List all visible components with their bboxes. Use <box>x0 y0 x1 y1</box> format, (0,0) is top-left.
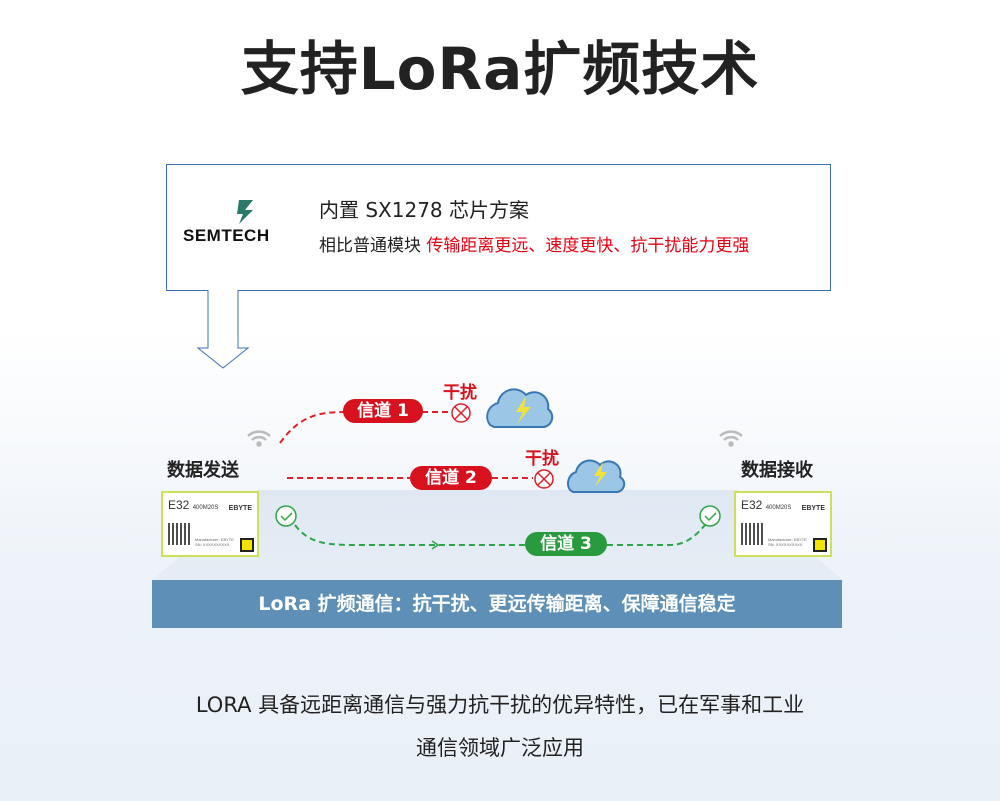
interference-label: 干扰 <box>525 449 559 469</box>
wifi-icon <box>247 430 271 447</box>
description-line-1: LORA 具备远距离通信与强力抗干扰的优异特性，已在军事和工业 <box>195 693 805 717</box>
qr-code-icon <box>741 523 763 545</box>
comparison-highlight: 传输距离更远、速度更快、抗干扰能力更强 <box>426 236 750 256</box>
storm-cloud-icon <box>486 388 554 428</box>
blocked-icon <box>451 403 471 423</box>
antenna-connector-icon <box>813 538 827 552</box>
chip-info-box <box>166 164 831 291</box>
storm-cloud-icon <box>567 459 626 493</box>
down-arrow-icon <box>196 290 250 369</box>
channel-1-label: 信道 1 <box>343 399 423 423</box>
arrow-icon <box>431 540 440 550</box>
description: LORA 具备远距离通信与强力抗干扰的优异特性，已在军事和工业 通信领域广泛应用 <box>0 684 1000 770</box>
check-icon <box>275 505 297 527</box>
platform <box>150 490 845 582</box>
wifi-icon <box>719 430 743 447</box>
qr-code-icon <box>168 523 190 545</box>
channel-3-line <box>294 521 709 546</box>
receiver-label: 数据接收 <box>741 460 813 481</box>
module-model: E32 400M20S <box>168 498 219 512</box>
semtech-logo <box>237 200 253 224</box>
page-title: 支持LoRa扩频技术 <box>240 35 760 103</box>
channel-1-line <box>279 411 452 444</box>
lora-banner: LoRa 扩频通信：抗干扰、更远传输距离、保障通信稳定 <box>152 580 842 628</box>
channel-3-label: 信道 3 <box>525 532 607 556</box>
chip-headline: 内置 SX1278 芯片方案 <box>319 198 530 222</box>
sender-label: 数据发送 <box>167 460 239 481</box>
module-brand: EBYTE <box>801 505 825 512</box>
antenna-connector-icon <box>240 538 254 552</box>
channel-2-label: 信道 2 <box>410 466 492 490</box>
chip-comparison: 相比普通模块 传输距离更远、速度更快、抗干扰能力更强 <box>319 231 749 256</box>
blocked-icon <box>534 469 554 489</box>
module-model: E32 400M20S <box>741 498 792 512</box>
comparison-prefix: 相比普通模块 <box>319 236 427 256</box>
check-icon <box>699 505 721 527</box>
semtech-logo-text: SEMTECH <box>183 226 270 245</box>
interference-label: 干扰 <box>443 383 477 403</box>
description-line-2: 通信领域广泛应用 <box>416 736 584 760</box>
module-brand: EBYTE <box>228 505 252 512</box>
